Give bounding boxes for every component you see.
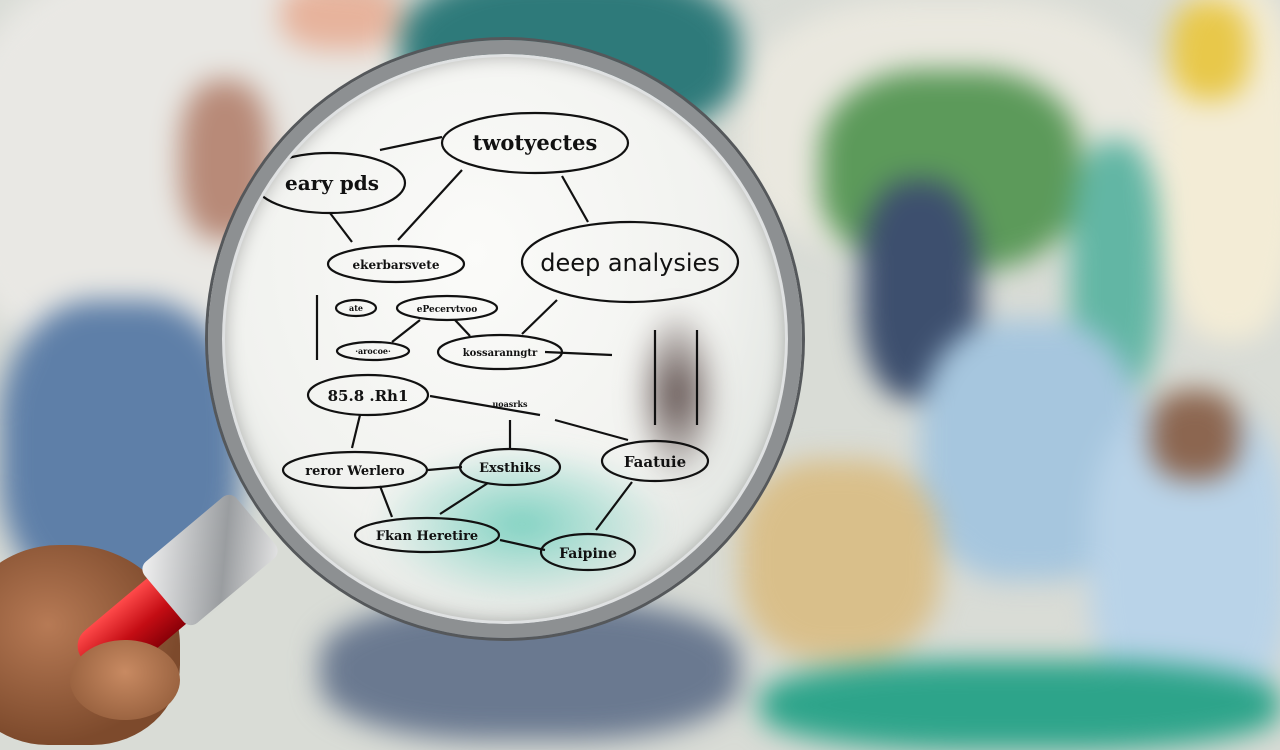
thumb — [70, 640, 180, 720]
magnifying-glass: twotyectes eary pds deep analysies ekerb… — [208, 40, 802, 638]
magnifier-rim — [208, 40, 802, 638]
